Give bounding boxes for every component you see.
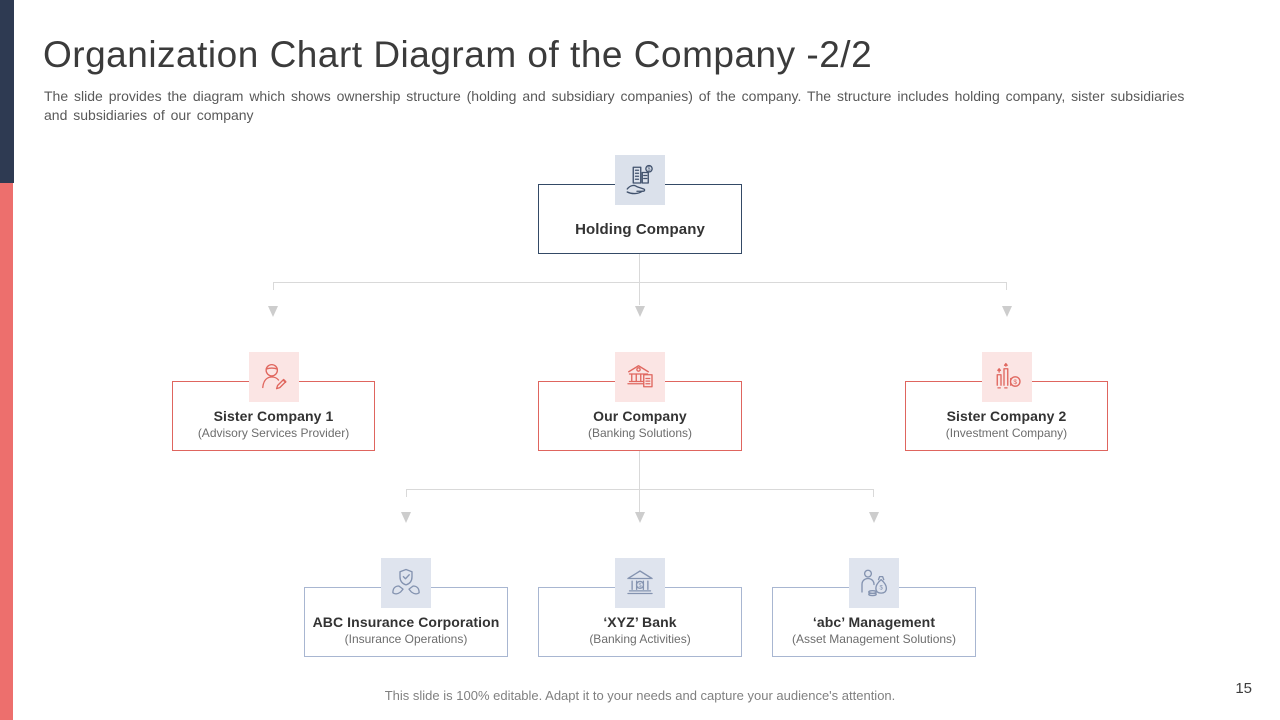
footer-note: This slide is 100% editable. Adapt it to…	[384, 688, 896, 703]
hand-holding-buildings-icon: $	[615, 155, 665, 205]
arrow-down-icon	[635, 306, 645, 317]
left-accent-bar-red	[0, 183, 13, 720]
org-node-sublabel: (Banking Activities)	[589, 632, 691, 646]
org-node-abc-insurance-corporation[interactable]: ABC Insurance Corporation (Insurance Ope…	[304, 558, 508, 657]
connector-ourcompany-vertical	[639, 451, 640, 489]
hands-holding-shield-icon	[381, 558, 431, 608]
growth-bars-dollar-icon: $	[981, 352, 1032, 402]
arrow-down-icon	[268, 306, 278, 317]
org-node-label: Sister Company 1	[213, 408, 334, 424]
person-money-bag-icon: $	[849, 558, 899, 608]
org-node-label: ‘XYZ’ Bank	[603, 614, 677, 630]
connector-stub-center	[639, 283, 640, 305]
org-node-sublabel: (Advisory Services Provider)	[197, 426, 350, 440]
org-node-holding-company[interactable]: $ Holding Company	[538, 155, 742, 254]
connector-stub-center	[639, 490, 640, 512]
connector-root-vertical	[639, 254, 640, 282]
page-number: 15	[1235, 680, 1252, 697]
arrow-down-icon	[869, 512, 879, 523]
org-node-sublabel: (Investment Company)	[945, 426, 1068, 440]
connector-stub-left	[406, 490, 407, 497]
org-node-sublabel: (Asset Management Solutions)	[791, 632, 957, 646]
org-node-sister-company-1[interactable]: Sister Company 1 (Advisory Services Prov…	[172, 352, 375, 451]
arrow-down-icon	[401, 512, 411, 523]
org-node-sublabel: (Banking Solutions)	[587, 426, 693, 440]
bank-building-document-icon	[615, 352, 665, 402]
connector-stub-right	[873, 490, 874, 497]
svg-text:$: $	[1013, 379, 1017, 386]
org-node-sister-company-2[interactable]: $ Sister Company 2 (Investment Company)	[905, 352, 1108, 451]
left-accent-bar-dark	[0, 0, 14, 183]
org-node-label: Holding Company	[575, 221, 705, 238]
bank-dollar-icon: $	[615, 558, 665, 608]
org-node-label: Our Company	[593, 408, 687, 424]
org-node-our-company[interactable]: Our Company (Banking Solutions)	[538, 352, 742, 451]
page-subtitle: The slide provides the diagram which sho…	[44, 88, 1185, 123]
org-node-sublabel: (Insurance Operations)	[344, 632, 468, 646]
connector-level2-horizontal	[273, 282, 1007, 283]
org-node-label: ABC Insurance Corporation	[312, 614, 500, 630]
org-node-label: ‘abc’ Management	[812, 614, 936, 630]
connector-stub-right	[1006, 283, 1007, 290]
arrow-down-icon	[635, 512, 645, 523]
advisor-person-pencil-icon	[248, 352, 299, 402]
org-node-xyz-bank[interactable]: $ ‘XYZ’ Bank (Banking Activities)	[538, 558, 742, 657]
arrow-down-icon	[1002, 306, 1012, 317]
svg-text:$: $	[879, 585, 883, 591]
connector-stub-left	[273, 283, 274, 290]
page-title: Organization Chart Diagram of the Compan…	[43, 34, 873, 75]
org-node-label: Sister Company 2	[946, 408, 1067, 424]
org-node-abc-management[interactable]: $ ‘abc’ Management (Asset Management Sol…	[772, 558, 976, 657]
svg-text:$: $	[648, 167, 651, 173]
connector-level3-horizontal	[406, 489, 874, 490]
svg-text:$: $	[638, 583, 642, 589]
